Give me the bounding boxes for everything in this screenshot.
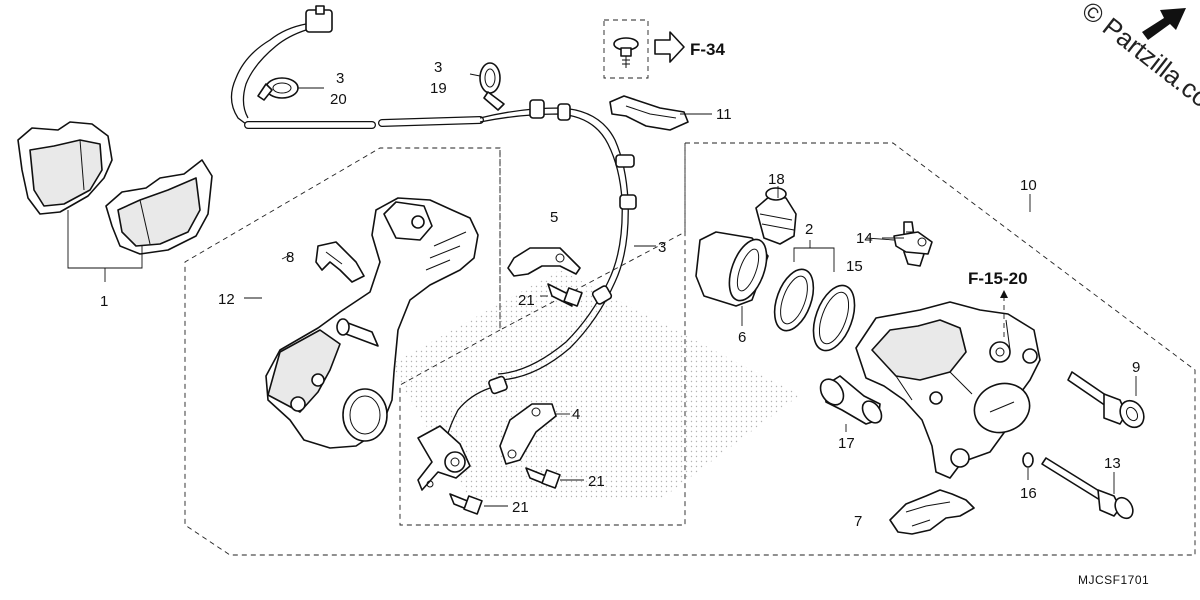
bolt-21-a[interactable] <box>547 283 583 307</box>
shading-area <box>390 270 800 500</box>
slide-pin-17[interactable] <box>816 375 886 427</box>
washer-16[interactable] <box>1022 452 1034 468</box>
callout-5[interactable]: 5 <box>550 209 558 226</box>
callout-10[interactable]: 10 <box>1020 177 1037 194</box>
sensor-cable[interactable] <box>230 5 637 491</box>
hose-clamp-11[interactable] <box>609 95 689 131</box>
wheel-speed-sensor[interactable] <box>417 425 471 491</box>
arrow-upper-right-icon <box>1142 8 1186 40</box>
caliper-bracket[interactable] <box>265 197 479 449</box>
callout-16[interactable]: 16 <box>1020 485 1037 502</box>
sensor-bracket-4[interactable] <box>499 403 557 465</box>
callout-15[interactable]: 15 <box>846 258 863 275</box>
watermark: © Partzilla.com <box>1076 0 1200 127</box>
pin-bolt-9[interactable] <box>1067 371 1149 432</box>
arrow-right-outline-icon <box>654 31 685 63</box>
callout-3c[interactable]: 3 <box>658 239 666 256</box>
reference-f15-20[interactable]: F-15-20 <box>968 269 1028 288</box>
callout-6[interactable]: 6 <box>738 329 746 346</box>
cable-bracket-5[interactable] <box>507 247 581 277</box>
seal-leader <box>793 247 835 272</box>
callout-1[interactable]: 1 <box>100 293 108 310</box>
bolt-21-b[interactable] <box>525 467 561 489</box>
callout-12[interactable]: 12 <box>218 291 235 308</box>
leader-lines <box>281 73 1137 507</box>
reference-f34[interactable]: F-34 <box>690 40 726 59</box>
clip-fastener[interactable] <box>613 37 639 68</box>
callout-3b[interactable]: 3 <box>434 59 442 76</box>
reference-arrow-head <box>1000 290 1008 298</box>
callout-2[interactable]: 2 <box>805 221 813 238</box>
callout-13[interactable]: 13 <box>1104 455 1121 472</box>
caliper-body[interactable] <box>855 301 1041 479</box>
bolt-21-c[interactable] <box>449 493 483 515</box>
callout-19[interactable]: 19 <box>430 80 447 97</box>
pad-spring-8[interactable] <box>315 241 365 283</box>
brake-pad-set[interactable] <box>17 121 213 255</box>
pad-spring-7[interactable] <box>889 489 975 535</box>
bracket-pin[interactable] <box>336 318 379 347</box>
clip-reference-box <box>603 19 649 79</box>
bracket-group-outline <box>399 143 686 526</box>
callout-7[interactable]: 7 <box>854 513 862 530</box>
callout-21a[interactable]: 21 <box>518 292 535 309</box>
callout-11[interactable]: 11 <box>716 106 732 123</box>
callout-17[interactable]: 17 <box>838 435 855 452</box>
callout-3a[interactable]: 3 <box>336 70 344 87</box>
callout-21c[interactable]: 21 <box>512 499 529 516</box>
callout-21b[interactable]: 21 <box>588 473 605 490</box>
cable-clip-20[interactable] <box>257 77 299 101</box>
callout-9[interactable]: 9 <box>1132 359 1140 376</box>
boot-18[interactable] <box>755 187 797 245</box>
callout-8[interactable]: 8 <box>286 249 294 266</box>
piston-seal-2a[interactable] <box>767 264 821 336</box>
bleeder-cap-15[interactable] <box>893 231 933 255</box>
cable-clip-19[interactable] <box>479 62 505 111</box>
diagram-code: MJCSF1701 <box>1078 573 1149 587</box>
callout-4[interactable]: 4 <box>572 406 580 423</box>
caliper-assembly-outline <box>184 142 1196 556</box>
callout-14[interactable]: 14 <box>856 230 873 247</box>
piston-6[interactable] <box>695 231 774 307</box>
pad-pin-13[interactable] <box>1041 457 1136 522</box>
callout-18[interactable]: 18 <box>768 171 785 188</box>
callout-20[interactable]: 20 <box>330 91 347 108</box>
dust-seal-2b[interactable] <box>805 280 862 356</box>
